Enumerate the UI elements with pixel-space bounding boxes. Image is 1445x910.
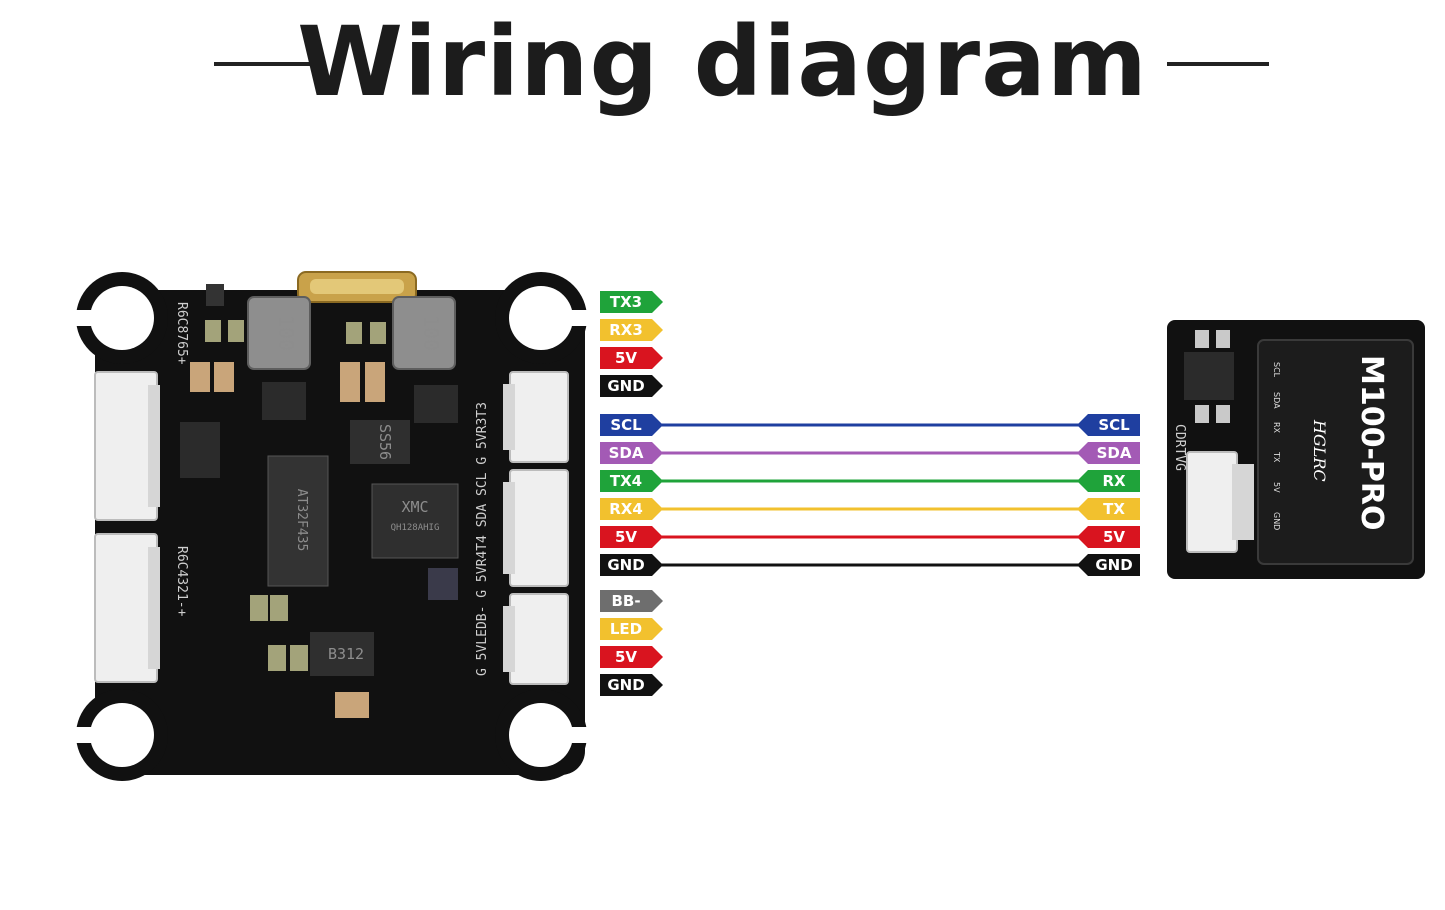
title-banner: Wiring diagram <box>0 0 1445 140</box>
fc-pad-rx4-tag-text: RX4 <box>609 500 643 518</box>
fc-pad-scl-tag: SCL <box>600 414 663 436</box>
fc-pad-5v-tag-text: 5V <box>615 349 637 367</box>
fc-pad-scl-tag-text: SCL <box>610 416 642 434</box>
capacitor <box>340 362 360 402</box>
boot-button <box>206 284 224 306</box>
title-right-rule <box>1167 62 1269 66</box>
gyro-chip <box>428 568 458 600</box>
svg-text:AT32F435: AT32F435 <box>294 489 309 552</box>
gps-pad-gnd-tag: GND <box>1077 554 1140 576</box>
fc-pad-tx3-tag-text: TX3 <box>610 293 642 311</box>
fc-pad-gnd-tag-text: GND <box>607 377 644 395</box>
fc-pad-gnd-tag: GND <box>600 554 663 576</box>
gps-pad-5v-tag: 5V <box>1077 526 1140 548</box>
gps-pad-tx-tag: TX <box>1077 498 1140 520</box>
title-left-rule <box>214 62 318 66</box>
svg-text:QH128AHIG: QH128AHIG <box>391 523 440 533</box>
fc-pad-gnd-tag-text: GND <box>607 676 644 694</box>
gps-side-pads: CDRTVG <box>1172 424 1187 471</box>
fc-pad-sda-tag: SDA <box>600 442 663 464</box>
fc-pad-led-tag-text: LED <box>610 620 642 638</box>
gps-pad-scl-tag: SCL <box>1077 414 1140 436</box>
capacitor <box>365 362 385 402</box>
fc-pad-5v-tag: 5V <box>600 347 663 369</box>
gps-pin-label: RX <box>1272 422 1281 434</box>
gps-pad-sda-tag: SDA <box>1077 442 1140 464</box>
connector-left-bottom <box>94 533 160 683</box>
mount-hole <box>90 703 154 767</box>
gps-pin-label: GND <box>1272 512 1281 530</box>
gps-module: CDRTVG M100-PRO HGLRC SCL SDA RX TX 5V GND <box>1167 320 1425 579</box>
mount-hole <box>90 286 154 350</box>
svg-text:SS56: SS56 <box>376 424 394 460</box>
gps-pin-label: SDA <box>1272 392 1281 409</box>
mcu-chip: AT32F435 <box>267 455 329 587</box>
gps-pad-gnd-tag-text: GND <box>1095 556 1132 574</box>
fc-pad-gnd-tag: GND <box>600 674 663 696</box>
gps-pad-scl-tag-text: SCL <box>1098 416 1130 434</box>
fc-pad-tx3-tag: TX3 <box>600 291 663 313</box>
fc-pad-gnd-tag: GND <box>600 375 663 397</box>
svg-text:XMC: XMC <box>401 498 428 516</box>
fc-pad-sda-tag-text: SDA <box>609 444 644 462</box>
connector-right-3 <box>503 593 569 685</box>
svg-text:100: 100 <box>274 315 298 351</box>
flight-controller-board: 100 100 SS56 AT32F435 <box>70 271 594 781</box>
regulator-chip <box>414 385 458 423</box>
gps-pad-tx-tag-text: TX <box>1103 500 1125 518</box>
gps-pad-rx-tag-text: RX <box>1102 472 1126 490</box>
fc-pad-rx3-tag-text: RX3 <box>609 321 643 339</box>
mount-hole <box>509 703 573 767</box>
connector-right-2 <box>503 469 569 587</box>
gps-pad-5v-tag-text: 5V <box>1103 528 1125 546</box>
fc-pad-5v-tag: 5V <box>600 526 663 548</box>
gps-pin-labels: SCL SDA RX TX 5V GND <box>1272 362 1281 530</box>
capacitor <box>190 362 210 392</box>
small-ic <box>180 422 220 478</box>
diode-ss56: SS56 <box>350 420 410 464</box>
capacitor <box>214 362 234 392</box>
gps-shield <box>1257 339 1414 565</box>
svg-text:100: 100 <box>419 315 443 351</box>
fc-pad-tx4-tag-text: TX4 <box>610 472 642 490</box>
fc-pad-led-tag: LED <box>600 618 663 640</box>
regulator-b312: B312 <box>310 632 374 676</box>
fc-pad-bb-tag: BB- <box>600 590 663 612</box>
mount-hole <box>509 286 573 350</box>
fc-pad-gnd-tag-text: GND <box>607 556 644 574</box>
gps-model-label: M100-PRO <box>1354 355 1389 531</box>
gps-pad-sda-tag-text: SDA <box>1097 444 1132 462</box>
inductor-1: 100 <box>247 296 311 370</box>
silk-motor-1-4: R6C4321-+ <box>174 546 189 617</box>
fc-pad-bb-tag-text: BB- <box>611 592 640 610</box>
regulator-chip <box>262 382 306 420</box>
gps-brand-label: HGLRC <box>1310 419 1329 482</box>
fc-pad-5v-tag-text: 5V <box>615 648 637 666</box>
fc-pad-rx4-tag: RX4 <box>600 498 663 520</box>
gps-connector <box>1186 451 1254 553</box>
gps-pad-rx-tag: RX <box>1077 470 1140 492</box>
flash-chip: XMC QH128AHIG <box>371 483 459 559</box>
compass-chip <box>1184 352 1234 400</box>
inductor-2: 100 <box>392 296 456 370</box>
fc-pad-rx3-tag: RX3 <box>600 319 663 341</box>
gps-pad-labels: SCL SDA RX TX 5V GND <box>1077 414 1140 576</box>
silk-motor-5-8: R6C8765+ <box>174 302 189 365</box>
fc-pad-tx4-tag: TX4 <box>600 470 663 492</box>
silk-right-pads: G 5VLEDB- G 5VR4T4 SDA SCL G 5VR3T3 <box>475 402 490 676</box>
svg-text:B312: B312 <box>328 645 364 663</box>
gps-pin-label: SCL <box>1272 362 1281 378</box>
fc-pad-5v-tag-text: 5V <box>615 528 637 546</box>
connector-left-top <box>94 371 160 521</box>
wires <box>660 423 1090 567</box>
fc-pad-5v-tag: 5V <box>600 646 663 668</box>
gps-pin-label: 5V <box>1272 482 1281 493</box>
gps-pin-label: TX <box>1272 451 1281 463</box>
page-title: Wiring diagram <box>297 6 1148 118</box>
connector-right-1 <box>503 371 569 463</box>
